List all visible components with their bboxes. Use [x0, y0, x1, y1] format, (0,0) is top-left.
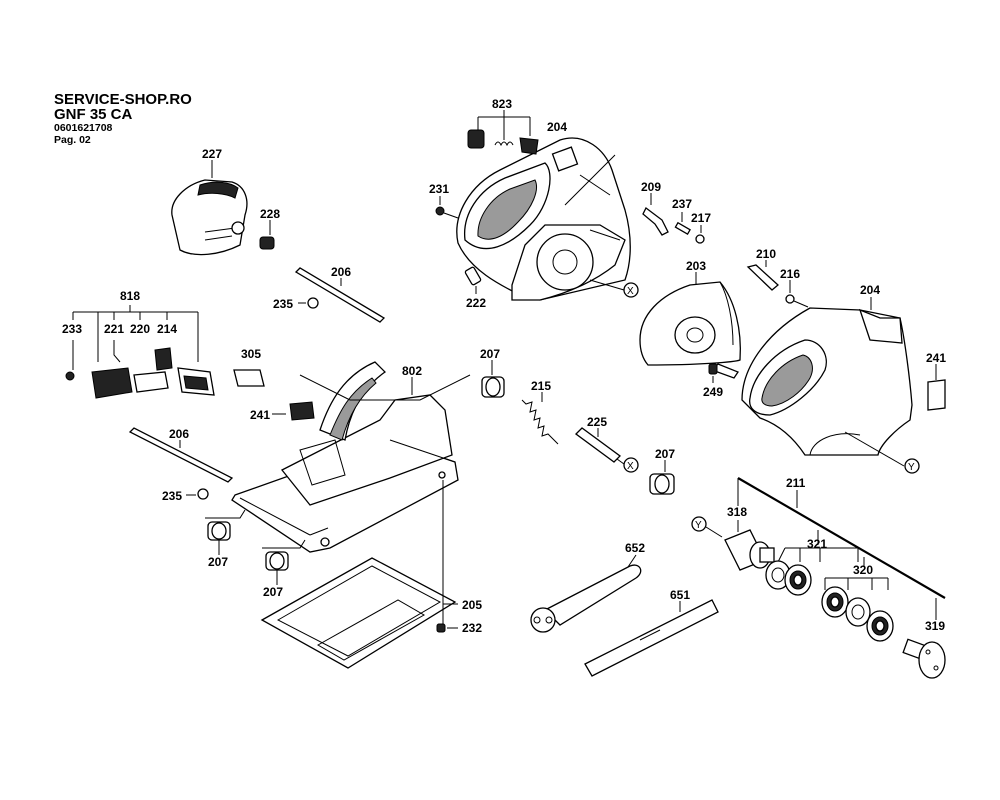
callout-249: 249 [703, 385, 723, 399]
page-number: Pag. 02 [54, 133, 91, 146]
sleeve-222 [464, 266, 482, 294]
callout-217: 217 [691, 211, 711, 225]
callout-216: 216 [780, 267, 800, 281]
callout-802: 802 [402, 364, 422, 378]
label-305 [233, 369, 265, 387]
callout-321: 321 [807, 537, 827, 551]
spring-215 [521, 392, 559, 445]
reference-y-upper [844, 431, 920, 474]
switch-set-818 [65, 305, 215, 399]
screw-232 [436, 623, 458, 633]
roller-207-left-b [262, 539, 306, 585]
callout-206-upper: 206 [331, 265, 351, 279]
ref-y-upper-label: Y [908, 462, 915, 473]
callout-207-left-a: 207 [208, 555, 228, 569]
callout-203: 203 [686, 259, 706, 273]
callout-228: 228 [260, 207, 280, 221]
screw-231 [435, 196, 459, 219]
callout-225: 225 [587, 415, 607, 429]
callout-233: 233 [62, 322, 82, 336]
callout-651: 651 [670, 588, 690, 602]
reference-x-lower [623, 457, 639, 473]
clip-235-upper [298, 297, 319, 309]
callout-206-lower: 206 [169, 427, 189, 441]
callout-231: 231 [429, 182, 449, 196]
callout-235-upper: 235 [273, 297, 293, 311]
callout-318: 318 [727, 505, 747, 519]
callout-237: 237 [672, 197, 692, 211]
callout-305: 305 [241, 347, 261, 361]
guard-housing-204 [456, 137, 631, 301]
callout-209: 209 [641, 180, 661, 194]
callout-319: 319 [925, 619, 945, 633]
flange-318 [724, 520, 775, 571]
ref-y-lower-label: Y [695, 520, 702, 531]
spring-216 [785, 280, 809, 308]
callout-241-right: 241 [926, 351, 946, 365]
callout-210: 210 [756, 247, 776, 261]
wrench-652 [530, 554, 642, 633]
flange-319 [902, 638, 946, 679]
screw-249 [708, 363, 739, 383]
roller-207-mid-upper [481, 360, 505, 398]
knob-set-823 [467, 110, 539, 155]
clip-217 [695, 225, 705, 244]
callout-207-mid-upper: 207 [480, 347, 500, 361]
rod-206-lower [128, 427, 234, 483]
callout-241-left: 241 [250, 408, 270, 422]
callout-204-right: 204 [860, 283, 880, 297]
callout-235-lower: 235 [162, 489, 182, 503]
blade-guard-203 [639, 272, 741, 366]
tool-651 [584, 599, 719, 677]
clip-235-lower [186, 488, 209, 500]
callout-222: 222 [466, 296, 486, 310]
label-241-left [272, 401, 315, 421]
leader-line-206 [299, 374, 471, 401]
flange-set-211 [737, 477, 946, 620]
sleeve-225 [575, 427, 625, 465]
rod-206-upper [294, 267, 386, 323]
callout-215: 215 [531, 379, 551, 393]
label-241-right [927, 364, 946, 411]
handle-cap-227 [171, 160, 248, 256]
roller-207-mid-lower [649, 460, 675, 495]
callout-227: 227 [202, 147, 222, 161]
washer-set-320 [821, 577, 894, 642]
lever-210 [746, 260, 779, 291]
base-plate-205 [260, 480, 458, 669]
callout-232: 232 [462, 621, 482, 635]
washer-set-321 [765, 547, 859, 596]
screw-228 [259, 220, 275, 250]
reference-y-lower [691, 516, 723, 538]
callout-207-mid-lower: 207 [655, 447, 675, 461]
pin-237 [674, 212, 691, 235]
reference-x-upper [589, 279, 639, 298]
diagram-header: SERVICE-SHOP.RO GNF 35 CA 0601621708 Pag… [54, 92, 192, 145]
callout-labels: 823 204 231 209 237 217 222 203 210 216 … [62, 97, 946, 635]
model-name: GNF 35 CA [54, 106, 133, 123]
guard-front-204 [741, 297, 913, 456]
shop-name: SERVICE-SHOP.RO [54, 91, 192, 108]
part-number: 0601621708 [54, 122, 113, 134]
callout-823: 823 [492, 97, 512, 111]
callout-204-top: 204 [547, 120, 567, 134]
ref-x-upper-label: X [627, 286, 634, 297]
callout-211: 211 [786, 476, 806, 490]
callout-214: 214 [157, 322, 177, 336]
callout-207-left-b: 207 [263, 585, 283, 599]
callout-320: 320 [853, 563, 873, 577]
callout-652: 652 [625, 541, 645, 555]
callout-205: 205 [462, 598, 482, 612]
base-housing-802 [231, 361, 459, 553]
lever-209 [642, 193, 669, 236]
callout-220: 220 [130, 322, 150, 336]
callout-818: 818 [120, 289, 140, 303]
roller-207-left-a [205, 509, 246, 555]
callout-221: 221 [104, 322, 124, 336]
ref-x-lower-label: X [627, 461, 634, 472]
